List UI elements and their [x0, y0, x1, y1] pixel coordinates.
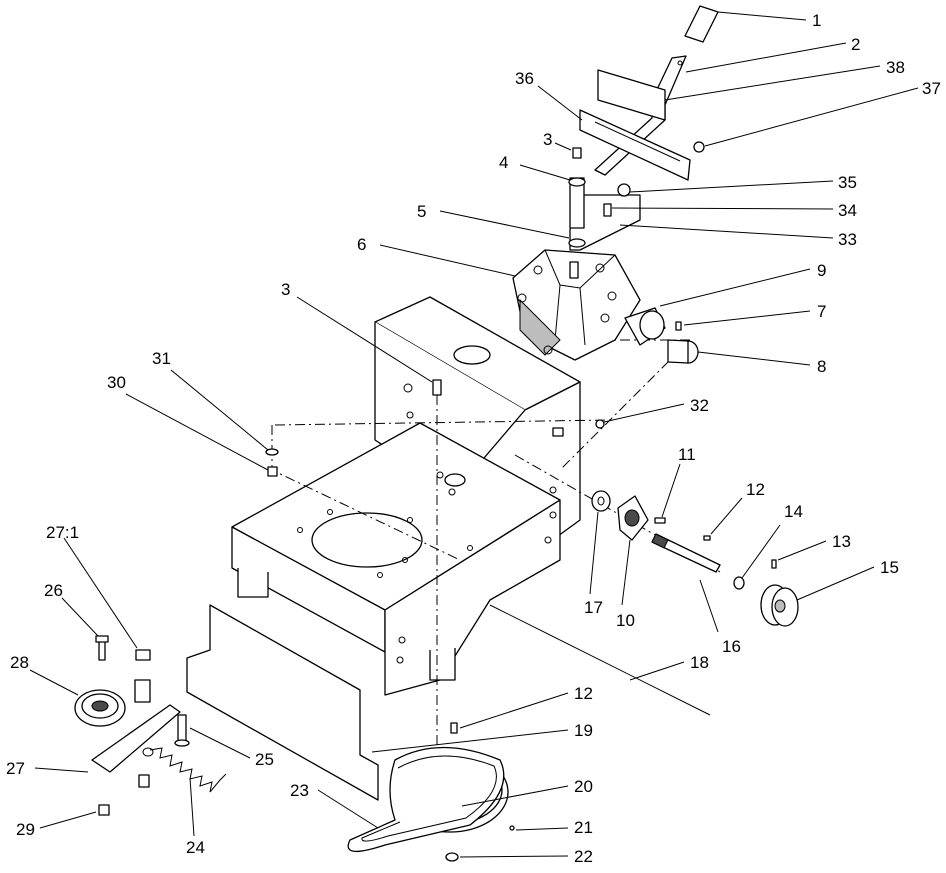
callout-c26: 26 — [44, 581, 63, 600]
leader-line-c28 — [29, 669, 79, 696]
leader-line-c37 — [704, 87, 919, 147]
leader-line-c26 — [61, 597, 99, 637]
leader-line-c2 — [685, 42, 847, 73]
callout-c14: 14 — [784, 502, 803, 521]
output-shaft-parts — [489, 490, 799, 716]
callout-c22: 22 — [574, 847, 593, 866]
leader-line-c12a — [710, 497, 743, 535]
callout-c30: 30 — [107, 373, 126, 392]
callout-c3b: 3 — [281, 280, 290, 299]
idler-assembly — [74, 635, 227, 816]
callout-c20: 20 — [574, 777, 593, 796]
leader-line-c19 — [371, 729, 569, 753]
callout-c12b: 12 — [574, 684, 593, 703]
leader-line-c36 — [537, 85, 583, 121]
callout-c28: 28 — [10, 653, 29, 672]
callout-c35: 35 — [838, 173, 857, 192]
leader-line-c1 — [717, 11, 807, 21]
leader-line-c8 — [697, 351, 811, 366]
callout-labels: 1238363734353453369783313032111214131517… — [6, 11, 941, 866]
callout-c2: 2 — [851, 35, 860, 54]
leader-line-c17 — [589, 511, 599, 595]
leader-line-c5 — [439, 210, 570, 239]
leader-line-c23 — [317, 789, 379, 829]
callout-c38: 38 — [886, 58, 905, 77]
leader-line-c15 — [796, 566, 875, 601]
leader-line-c30 — [125, 393, 269, 471]
callout-c5: 5 — [417, 202, 426, 221]
leader-lines — [29, 11, 919, 858]
leader-line-c21 — [515, 827, 569, 831]
leader-line-c31 — [170, 369, 269, 451]
callout-c1: 1 — [812, 11, 821, 30]
callout-c3a: 3 — [543, 130, 552, 149]
leader-line-c22 — [459, 855, 569, 858]
leader-line-c34 — [611, 207, 834, 210]
callout-c4: 4 — [499, 153, 508, 172]
callout-c29: 29 — [16, 820, 35, 839]
callout-c9: 9 — [817, 261, 826, 280]
callout-c23: 23 — [290, 781, 309, 800]
leader-line-c10 — [621, 539, 631, 606]
leader-line-c24 — [189, 777, 195, 837]
leader-line-c27 — [34, 767, 89, 773]
leader-line-c32 — [603, 403, 685, 423]
callout-c8: 8 — [817, 357, 826, 376]
callout-c271: 27:1 — [46, 523, 79, 542]
callout-c33: 33 — [838, 230, 857, 249]
callout-c19: 19 — [574, 721, 593, 740]
callout-c21: 21 — [574, 818, 593, 837]
callout-c15: 15 — [880, 558, 899, 577]
leader-line-c25 — [189, 727, 251, 759]
transmission — [512, 249, 699, 364]
leader-line-c20 — [461, 785, 569, 807]
callout-c24: 24 — [186, 838, 205, 857]
callout-c37: 37 — [922, 79, 941, 98]
callout-c34: 34 — [838, 201, 857, 220]
leader-line-c33 — [619, 224, 834, 239]
leader-line-c3b — [296, 296, 433, 383]
callout-c32: 32 — [690, 396, 709, 415]
callout-c10: 10 — [616, 611, 635, 630]
callout-c13: 13 — [832, 532, 851, 551]
leader-line-c29 — [39, 811, 97, 829]
leader-line-c16 — [699, 579, 719, 633]
callout-c11: 11 — [678, 445, 696, 464]
leader-line-c271 — [63, 537, 138, 649]
leader-line-c13 — [777, 540, 827, 561]
callout-c16: 16 — [722, 637, 741, 656]
leader-line-c6 — [379, 244, 516, 277]
small-hardware — [568, 141, 705, 248]
leader-line-c14 — [741, 524, 781, 579]
callout-c27: 27 — [6, 759, 25, 778]
callout-c25: 25 — [255, 750, 274, 769]
leader-line-c38 — [664, 65, 881, 101]
leader-line-c35 — [629, 180, 834, 193]
drive-belt-pulley — [347, 722, 515, 862]
leader-line-c11 — [661, 463, 681, 518]
callout-c12a: 12 — [746, 480, 765, 499]
chassis-frame — [186, 296, 581, 801]
callout-c36: 36 — [515, 69, 534, 88]
callout-c17: 17 — [584, 598, 603, 617]
leader-line-c7 — [683, 310, 811, 326]
leader-line-c12b — [459, 692, 569, 729]
leader-line-c9 — [659, 268, 811, 307]
leader-line-c4 — [519, 164, 571, 181]
shift-lever-assembly — [568, 5, 719, 251]
callout-c7: 7 — [817, 302, 826, 321]
callout-c6: 6 — [357, 235, 366, 254]
callout-c18: 18 — [690, 653, 709, 672]
leader-line-c18 — [629, 661, 685, 681]
callout-c31: 31 — [152, 349, 171, 368]
leader-line-c3a — [554, 142, 572, 151]
spring — [142, 747, 227, 793]
frame-hardware — [265, 379, 605, 477]
